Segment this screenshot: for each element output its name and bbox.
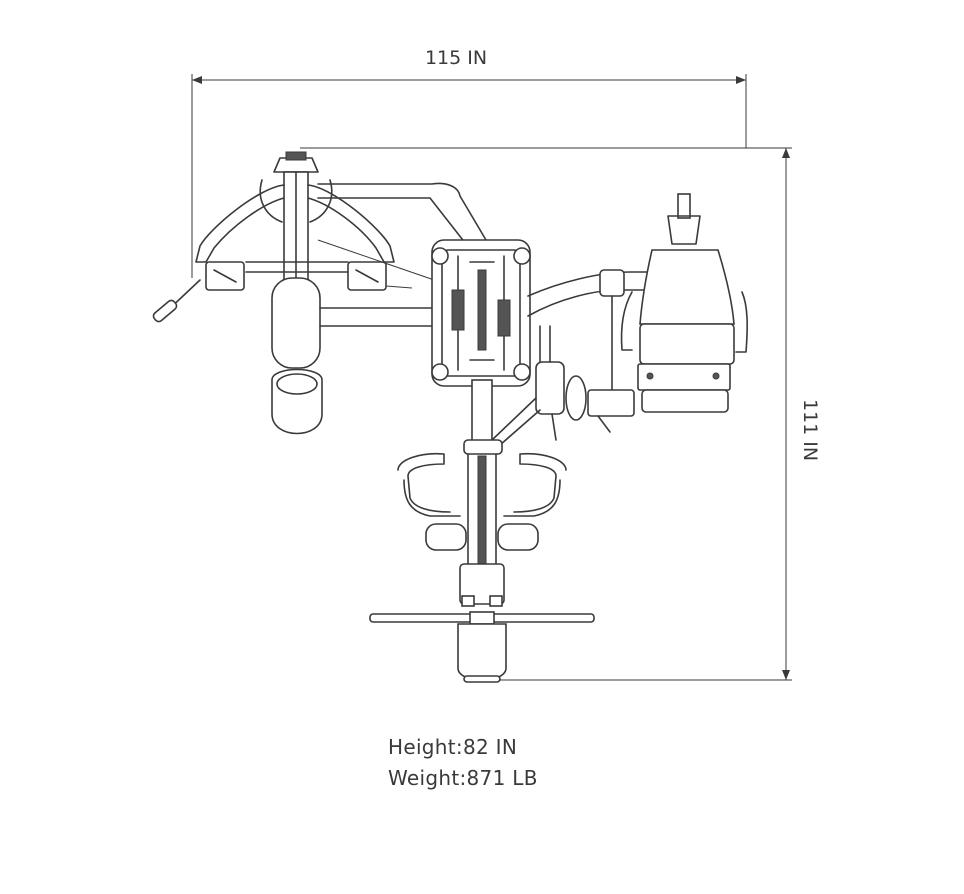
right-leg-station <box>527 193 748 441</box>
depth-label: 111 IN <box>799 399 821 461</box>
lower-station <box>369 379 595 683</box>
spec-height: Height:82 IN <box>388 735 518 759</box>
spec-weight: Weight:871 LB <box>388 766 538 790</box>
left-press-station <box>152 151 487 435</box>
width-label: 115 IN <box>425 47 487 69</box>
width-dimension: 115 IN <box>191 47 747 278</box>
depth-dimension: 111 IN <box>300 147 821 681</box>
weight-stack <box>431 239 531 387</box>
